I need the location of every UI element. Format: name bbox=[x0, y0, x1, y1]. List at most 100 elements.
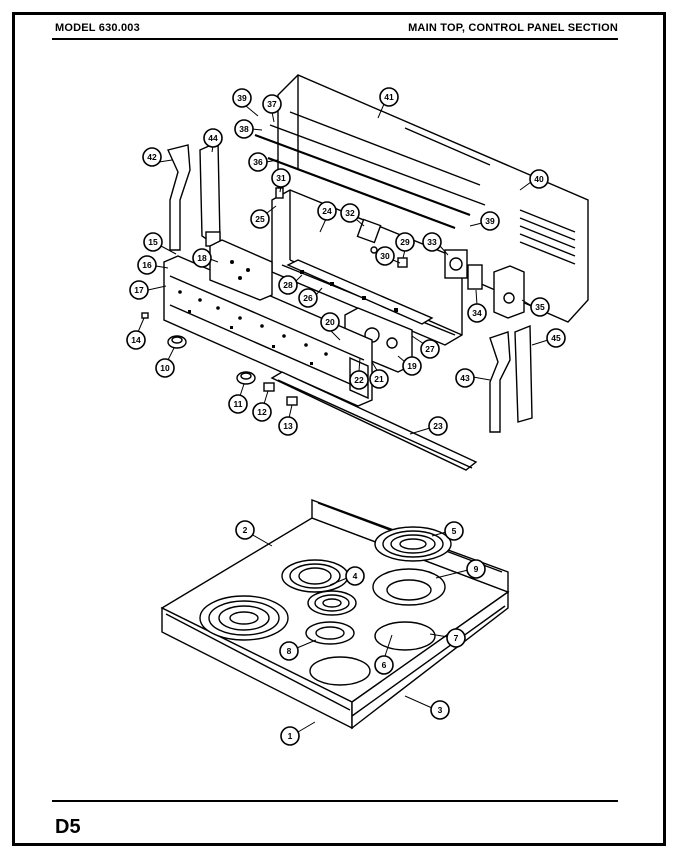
callout-18: 18 bbox=[192, 248, 219, 268]
callout-19: 19 bbox=[397, 355, 422, 376]
svg-text:45: 45 bbox=[551, 333, 561, 343]
callout-39b: 39 bbox=[469, 211, 500, 231]
callout-35: 35 bbox=[521, 297, 550, 317]
svg-text:21: 21 bbox=[374, 374, 384, 384]
svg-text:18: 18 bbox=[197, 253, 207, 263]
callout-15: 15 bbox=[143, 232, 177, 255]
callout-27: 27 bbox=[411, 335, 440, 359]
switch-strip bbox=[286, 259, 434, 325]
svg-text:38: 38 bbox=[239, 124, 249, 134]
section-title: MAIN TOP, CONTROL PANEL SECTION bbox=[408, 22, 618, 34]
callout-38: 38 bbox=[234, 119, 263, 139]
svg-text:39: 39 bbox=[485, 216, 495, 226]
callout-13: 13 bbox=[278, 404, 298, 436]
svg-text:36: 36 bbox=[253, 157, 263, 167]
callout-45: 45 bbox=[531, 328, 566, 348]
terminal-block bbox=[493, 265, 525, 319]
svg-text:39: 39 bbox=[237, 93, 247, 103]
svg-text:2: 2 bbox=[243, 525, 248, 535]
svg-text:17: 17 bbox=[134, 285, 144, 295]
svg-text:22: 22 bbox=[354, 375, 364, 385]
callout-22: 22 bbox=[349, 357, 369, 390]
svg-text:24: 24 bbox=[322, 206, 332, 216]
svg-text:43: 43 bbox=[460, 373, 470, 383]
svg-text:32: 32 bbox=[345, 208, 355, 218]
callout-26: 26 bbox=[298, 287, 323, 308]
svg-text:33: 33 bbox=[427, 237, 437, 247]
svg-text:40: 40 bbox=[534, 174, 544, 184]
callout-24: 24 bbox=[317, 201, 337, 233]
svg-text:35: 35 bbox=[535, 302, 545, 312]
svg-text:41: 41 bbox=[384, 92, 394, 102]
svg-text:1: 1 bbox=[288, 731, 293, 741]
svg-text:29: 29 bbox=[400, 237, 410, 247]
svg-text:8: 8 bbox=[287, 646, 292, 656]
svg-text:13: 13 bbox=[283, 421, 293, 431]
callout-36: 36 bbox=[248, 152, 279, 172]
svg-text:25: 25 bbox=[255, 214, 265, 224]
callout-5: 5 bbox=[431, 521, 464, 541]
surface-elements bbox=[199, 526, 452, 686]
page-number: D5 bbox=[55, 816, 81, 838]
callout-21: 21 bbox=[369, 361, 389, 389]
svg-text:16: 16 bbox=[142, 260, 152, 270]
callout-8: 8 bbox=[279, 639, 317, 661]
callout-6: 6 bbox=[374, 634, 394, 675]
callout-20: 20 bbox=[320, 312, 341, 341]
callout-12: 12 bbox=[252, 390, 272, 422]
trim-strips bbox=[254, 124, 486, 230]
callout-39: 39 bbox=[232, 88, 259, 117]
svg-text:20: 20 bbox=[325, 317, 335, 327]
callout-37: 37 bbox=[262, 94, 282, 123]
callout-7: 7 bbox=[429, 628, 466, 648]
callout-31: 31 bbox=[271, 168, 291, 193]
control-knobs bbox=[141, 312, 298, 406]
switch-board bbox=[209, 239, 273, 301]
callout-10: 10 bbox=[155, 347, 175, 378]
svg-text:4: 4 bbox=[353, 571, 358, 581]
svg-text:37: 37 bbox=[267, 99, 277, 109]
svg-text:12: 12 bbox=[257, 407, 267, 417]
back-panel bbox=[277, 74, 589, 323]
callout-4: 4 bbox=[329, 566, 365, 586]
callout-2: 2 bbox=[235, 520, 273, 547]
callout-41: 41 bbox=[377, 87, 399, 119]
svg-text:15: 15 bbox=[148, 237, 158, 247]
callout-34: 34 bbox=[467, 289, 487, 323]
callout-3: 3 bbox=[404, 695, 450, 720]
svg-text:44: 44 bbox=[208, 133, 218, 143]
callout-43: 43 bbox=[455, 368, 491, 388]
footer-rule bbox=[52, 800, 618, 802]
callout-25: 25 bbox=[250, 205, 277, 229]
svg-text:23: 23 bbox=[433, 421, 443, 431]
svg-text:28: 28 bbox=[283, 280, 293, 290]
svg-text:7: 7 bbox=[454, 633, 459, 643]
callout-33: 33 bbox=[422, 232, 449, 256]
callout-40: 40 bbox=[519, 169, 549, 191]
front-trim-strip bbox=[270, 371, 478, 471]
svg-text:3: 3 bbox=[438, 705, 443, 715]
svg-text:30: 30 bbox=[380, 251, 390, 261]
svg-text:11: 11 bbox=[234, 399, 243, 409]
svg-text:26: 26 bbox=[303, 293, 313, 303]
callout-17: 17 bbox=[129, 280, 167, 300]
callout-28: 28 bbox=[278, 274, 303, 295]
right-endcaps bbox=[489, 324, 533, 433]
callout-14: 14 bbox=[126, 317, 146, 350]
svg-text:9: 9 bbox=[474, 564, 479, 574]
callout-9: 9 bbox=[435, 559, 486, 579]
svg-text:10: 10 bbox=[160, 363, 170, 373]
left-endcaps bbox=[167, 140, 221, 251]
svg-text:34: 34 bbox=[472, 308, 482, 318]
callout-42: 42 bbox=[142, 147, 173, 167]
svg-text:6: 6 bbox=[382, 660, 387, 670]
svg-text:14: 14 bbox=[131, 335, 141, 345]
callout-1: 1 bbox=[280, 721, 316, 746]
callout-44: 44 bbox=[203, 128, 223, 153]
svg-text:27: 27 bbox=[425, 344, 435, 354]
svg-text:42: 42 bbox=[147, 152, 157, 162]
callout-11: 11 bbox=[228, 383, 248, 414]
svg-text:31: 31 bbox=[276, 173, 286, 183]
